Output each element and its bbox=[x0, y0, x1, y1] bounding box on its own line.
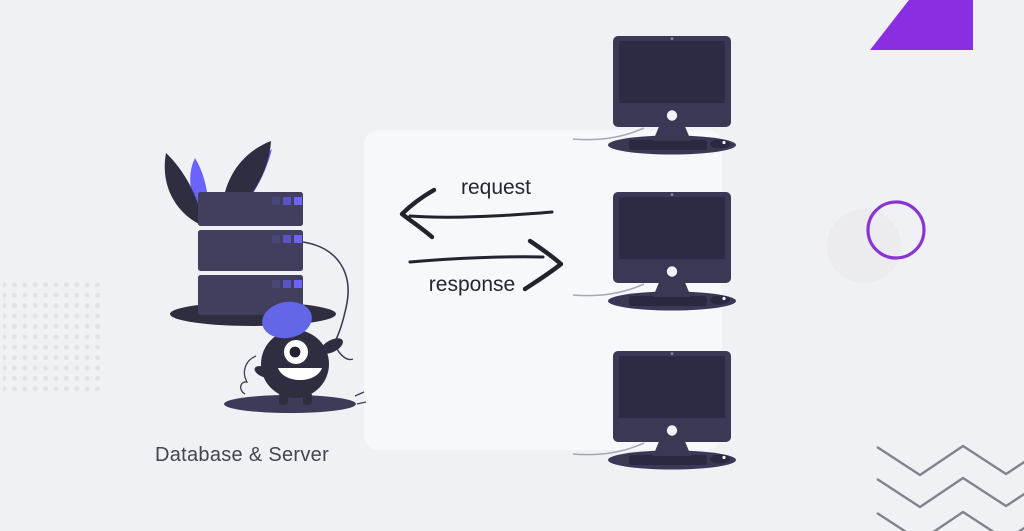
status-light-icon bbox=[272, 235, 280, 243]
mascot-arm-right bbox=[321, 338, 343, 354]
request-arrow-shaft bbox=[408, 210, 554, 219]
request-flow: request bbox=[399, 176, 554, 240]
response-arrow-shaft bbox=[408, 255, 545, 264]
status-lights-unit-2 bbox=[272, 235, 302, 243]
mascot-pupil bbox=[289, 346, 301, 358]
dot-grid-decoration bbox=[3, 281, 100, 393]
status-lights-unit-3 bbox=[272, 280, 302, 288]
server-cable bbox=[302, 241, 349, 346]
server-cable-tail bbox=[335, 346, 354, 361]
mascot-shadow bbox=[224, 395, 356, 413]
response-label: response bbox=[429, 273, 515, 296]
server-caption: Database & Server bbox=[155, 444, 329, 466]
status-light-icon bbox=[294, 235, 302, 243]
squiggle-wire bbox=[240, 355, 257, 395]
response-arrow-head-icon bbox=[522, 238, 564, 292]
status-light-icon bbox=[283, 235, 291, 243]
server-illustration bbox=[164, 141, 367, 413]
triangle-decoration bbox=[870, 0, 973, 50]
zigzag-decoration bbox=[876, 444, 1024, 531]
request-arrow-head-icon bbox=[399, 187, 437, 240]
request-label: request bbox=[461, 176, 531, 199]
mascot-beret bbox=[262, 301, 312, 339]
status-light-icon bbox=[294, 280, 302, 288]
status-light-icon bbox=[283, 280, 291, 288]
status-lights-unit-1 bbox=[272, 197, 302, 205]
status-light-icon bbox=[283, 197, 291, 205]
ring-decoration bbox=[866, 200, 926, 260]
status-light-icon bbox=[272, 280, 280, 288]
zigzag-line bbox=[876, 510, 1024, 531]
mascot-mouth bbox=[278, 368, 322, 380]
mascot-character bbox=[224, 301, 367, 413]
gray-circle-decoration bbox=[827, 209, 901, 283]
status-light-icon bbox=[272, 197, 280, 205]
server-rack bbox=[198, 192, 303, 315]
zigzag-line bbox=[876, 444, 1024, 477]
mascot-body bbox=[261, 330, 329, 398]
motion-tick-marks bbox=[354, 391, 367, 405]
dark-leaf-left bbox=[164, 153, 203, 224]
response-flow: response bbox=[408, 238, 564, 296]
zigzag-line bbox=[876, 476, 1024, 509]
status-light-icon bbox=[294, 197, 302, 205]
